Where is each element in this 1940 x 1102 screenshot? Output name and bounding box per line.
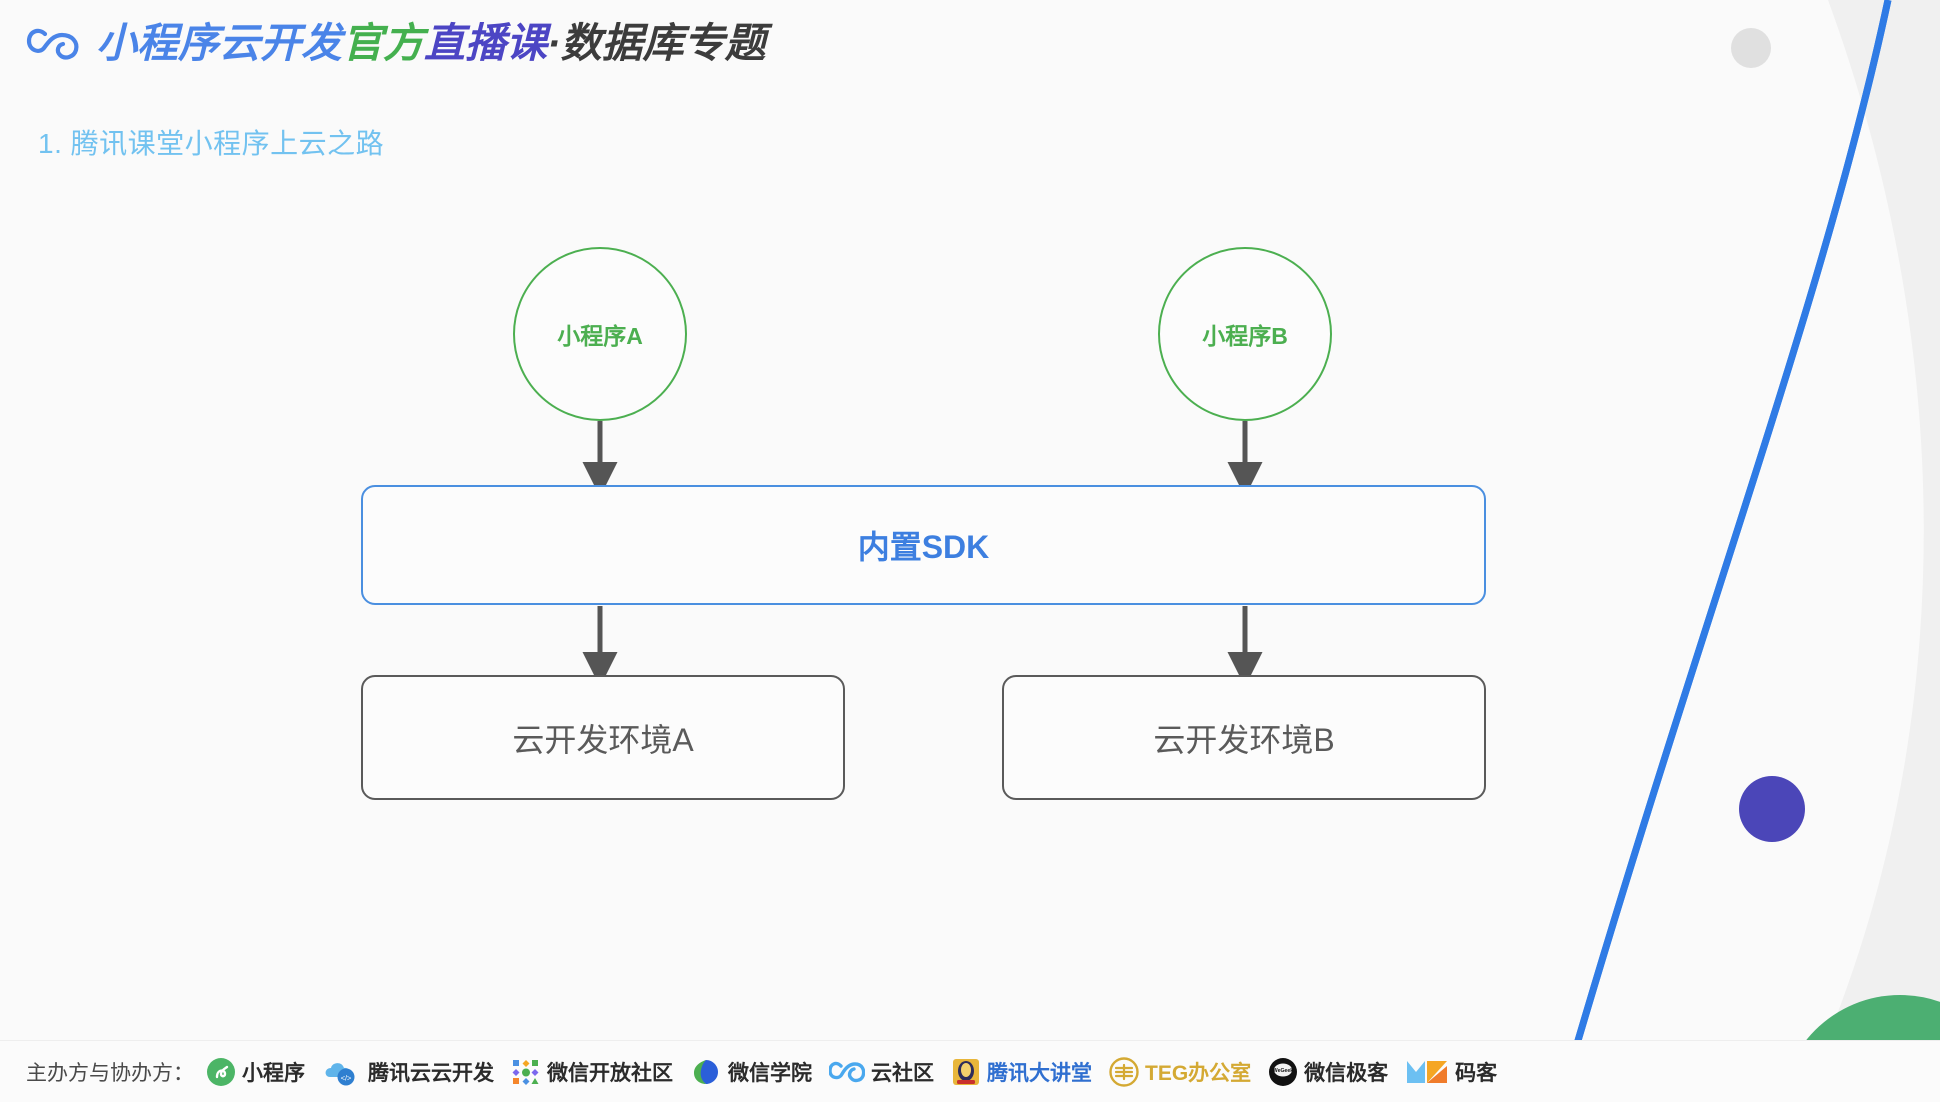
wechat-academy-icon: [694, 1059, 718, 1084]
maker-icon: [1407, 1060, 1448, 1083]
partner-maker-label: 码客: [1455, 1061, 1498, 1085]
node-cloud-env-a-label: 云开发环境A: [512, 721, 694, 758]
partner-tencent-lecture-label: 腾讯大讲堂: [987, 1061, 1092, 1085]
partner-tencent-cloud[interactable]: </> 腾讯云云开发: [322, 1057, 494, 1087]
node-miniprogram-a-label: 小程序A: [557, 323, 643, 349]
partner-tencent-lecture[interactable]: 腾讯大讲堂: [951, 1057, 1092, 1087]
tencent-lecture-icon: [953, 1058, 979, 1085]
slide-header: 小程序云开发官方直播课·数据库专题: [26, 22, 766, 64]
partner-cloud-community[interactable]: 云社区: [829, 1057, 934, 1087]
node-cloud-env-a[interactable]: 云开发环境A: [361, 675, 845, 800]
partner-miniprogram-label: 小程序: [242, 1061, 305, 1085]
node-miniprogram-a[interactable]: 小程序A: [513, 247, 687, 421]
wxcloud-logo-icon: [26, 28, 79, 60]
partner-teg-office-label: TEG办公室: [1145, 1061, 1252, 1085]
miniprogram-icon: [207, 1057, 235, 1086]
section-subtitle: 1. 腾讯课堂小程序上云之路: [38, 128, 385, 159]
partner-wegeek[interactable]: WeGeek 微信极客: [1268, 1057, 1388, 1087]
partner-wechat-academy-label: 微信学院: [728, 1061, 812, 1085]
node-miniprogram-b-label: 小程序B: [1202, 323, 1288, 349]
teg-office-icon: [1109, 1056, 1139, 1087]
partner-teg-office[interactable]: TEG办公室: [1109, 1056, 1252, 1087]
svg-text:WeGeek: WeGeek: [1273, 1068, 1293, 1074]
partner-miniprogram[interactable]: 小程序: [206, 1057, 305, 1087]
cloud-community-icon: [829, 1061, 865, 1082]
node-builtin-sdk-label: 内置SDK: [857, 529, 990, 565]
node-miniprogram-b[interactable]: 小程序B: [1158, 247, 1332, 421]
wegeek-icon: WeGeek: [1269, 1057, 1298, 1086]
node-builtin-sdk[interactable]: 内置SDK: [361, 485, 1486, 605]
partner-wechat-community[interactable]: 微信开放社区: [511, 1057, 673, 1087]
sponsor-footer-label: 主办方与协办方：: [26, 1061, 194, 1085]
partner-cloud-community-label: 云社区: [871, 1061, 934, 1085]
partner-wechat-academy[interactable]: 微信学院: [690, 1057, 812, 1087]
wechat-community-icon: [512, 1059, 539, 1085]
title-part-purple: 直播课: [424, 19, 547, 66]
diagram-connectors: [582, 421, 1263, 687]
svg-text:</>: </>: [341, 1073, 352, 1082]
node-cloud-env-b[interactable]: 云开发环境B: [1002, 675, 1486, 800]
title-part-dark: ·数据库专题: [547, 19, 766, 66]
tencent-cloud-icon: </>: [325, 1062, 355, 1085]
partner-maker[interactable]: 码客: [1405, 1057, 1497, 1087]
partner-tencent-cloud-label: 腾讯云云开发: [368, 1061, 494, 1085]
node-cloud-env-b-label: 云开发环境B: [1153, 721, 1335, 758]
partner-wegeek-label: 微信极客: [1304, 1061, 1389, 1085]
partner-logo-list: 小程序 </> 腾讯云云开发: [206, 1056, 1497, 1087]
title-part-blue: 小程序云开发: [96, 19, 342, 66]
page-title: 小程序云开发官方直播课·数据库专题: [96, 19, 766, 66]
title-part-green: 官方: [342, 19, 424, 66]
sponsor-footer: 主办方与协办方： 小程序 </> 腾讯云云开发: [0, 1040, 1940, 1102]
partner-wechat-community-label: 微信开放社区: [547, 1061, 673, 1085]
